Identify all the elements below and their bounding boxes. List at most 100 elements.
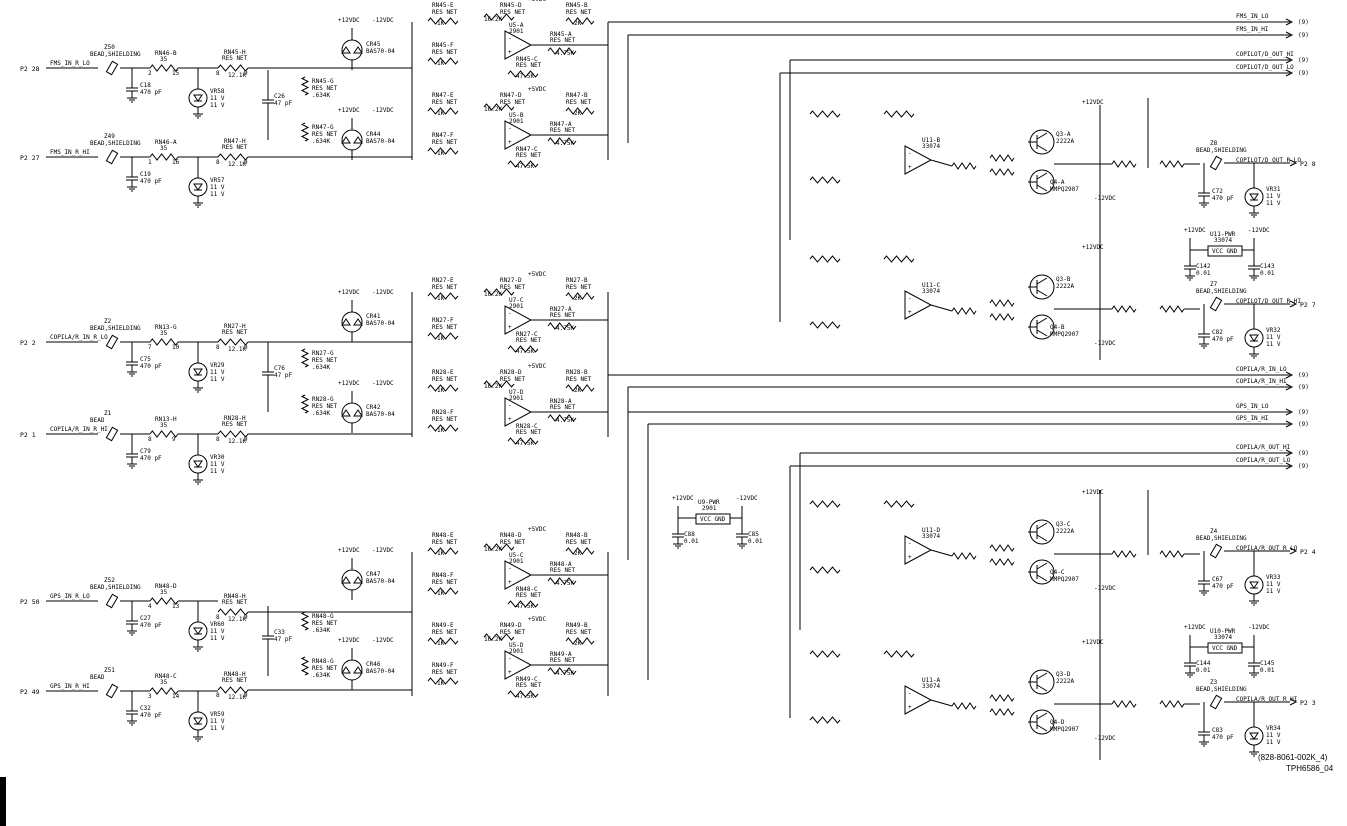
resistor-value: RES NET [566, 376, 592, 383]
cap-value: 470 pF [1212, 583, 1234, 590]
bead-text: BEAD [90, 674, 105, 681]
resistor-value: RES NET [222, 144, 248, 151]
connector-net-label: GPS_IN_LO [1236, 403, 1269, 410]
resistor-value: RES NET [550, 657, 576, 664]
resistor-symbol [300, 122, 310, 142]
diode-icon [341, 576, 351, 584]
comparator-symbol [504, 560, 533, 590]
resistor-symbol [507, 437, 539, 445]
resistor-symbol [507, 345, 539, 353]
resistor-symbol [483, 633, 515, 641]
resistor-ref: RN27-C [516, 331, 538, 338]
resistor-value: 16.2K [484, 106, 502, 113]
bead-text: BEAD,SHIELDING [90, 140, 141, 147]
output-pin-label: P2 7 [1300, 301, 1316, 309]
resistor-symbol [1111, 160, 1137, 168]
transistor-lead [1036, 289, 1048, 297]
transistor-ref: Q4-C [1050, 569, 1065, 576]
connector-pin: (9) [1298, 463, 1309, 470]
resistor-value: 1K [437, 550, 445, 557]
connector-arrow-icon [1285, 408, 1294, 416]
diode-icon [353, 666, 363, 674]
supply-label: -12VDC [736, 495, 758, 502]
diode-ref: CR41 [366, 313, 381, 320]
tvs-value: 11 V [210, 725, 225, 732]
wire [930, 159, 953, 167]
tvs-value: 11 V [210, 718, 225, 725]
connector-arrow-icon [1285, 31, 1294, 39]
resistor-value: RES NET [312, 85, 338, 92]
diode-icon [341, 136, 351, 144]
resistor-value: 35 [160, 422, 168, 429]
resistor-symbol [1111, 700, 1137, 708]
connector-pin: (9) [1298, 372, 1309, 379]
resistor-value: RES NET [516, 337, 542, 344]
resistor-value: 2K [574, 110, 582, 117]
resistor-symbol [951, 552, 977, 560]
wire [930, 304, 953, 312]
buffer-amp-symbol [904, 685, 933, 715]
resistor-ref: RN47-E [432, 92, 454, 99]
transistor-ref: Q4-B [1050, 324, 1065, 331]
resistor-ref: RN48-H [224, 671, 246, 678]
supply-label: +12VDC [338, 289, 360, 296]
resistor-value: RES NET [222, 55, 248, 62]
supply-label: +12VDC [1184, 624, 1206, 631]
tvs-value: 11 V [1266, 732, 1281, 739]
resistor-symbol [300, 394, 310, 414]
resistor-symbol [547, 322, 577, 330]
cap-value: 470 pF [140, 363, 162, 370]
resistor-symbol [427, 637, 459, 645]
connector-pin: (9) [1298, 409, 1309, 416]
resistor-symbol [483, 103, 515, 111]
pin-number: 8 [216, 159, 220, 166]
resistor-symbol [883, 500, 915, 508]
power-body [695, 513, 731, 525]
tvs-body [1244, 575, 1264, 595]
cap-ref: C76 [274, 365, 285, 372]
resistor-ref: RN47-C [516, 146, 538, 153]
resistor-value: 35 [160, 679, 168, 686]
supply-label: +12VDC [672, 495, 694, 502]
input-net-label: GPS_IN_R_LO [50, 593, 90, 600]
resistor-symbol [217, 64, 249, 72]
cap-ref: C143 [1260, 263, 1275, 270]
tvs-ref: VR59 [210, 711, 225, 718]
resistor-value: 1K [437, 20, 445, 27]
resistor-value: RES NET [500, 9, 526, 16]
transistor-lead [1036, 329, 1048, 337]
connector-arrow-icon [1285, 462, 1294, 470]
tvs-diode-icon [193, 94, 203, 102]
connector-arrow-icon [1285, 56, 1294, 64]
resistor-symbol [427, 292, 459, 300]
opamp-part: 2901 [509, 303, 524, 310]
opamp-minus: - [908, 690, 912, 697]
cap-ref: C27 [140, 615, 151, 622]
resistor-symbol [217, 686, 249, 694]
resistor-ref: RN47-G [312, 124, 334, 131]
amp-part: 33074 [922, 533, 940, 540]
resistor-ref: RN28-E [432, 369, 454, 376]
bead-text: BEAD,SHIELDING [1196, 288, 1247, 295]
opamp-plus: + [508, 49, 512, 56]
tvs-body [188, 454, 208, 474]
connector-pin: (9) [1298, 32, 1309, 39]
resistor-value: RES NET [432, 629, 458, 636]
resistor-ref: RN46-B [155, 50, 177, 57]
resistor-value: .634K [312, 92, 330, 99]
output-net-label: COPILOT/D_OUT_R_HI [1236, 298, 1301, 305]
resistor-symbol [989, 313, 1015, 321]
resistor-ref: RN45-C [516, 56, 538, 63]
diode-part: BAS70-04 [366, 668, 395, 675]
supply-label: +5VDC [528, 616, 546, 623]
connector-net-label: COPILA/R_OUT_HI [1236, 444, 1291, 451]
connector-pin: (9) [1298, 384, 1309, 391]
cap-value: 0.01 [1260, 270, 1275, 277]
resistor-symbol [427, 57, 459, 65]
resistor-value: RES NET [432, 9, 458, 16]
resistor-ref: RN45-D [500, 2, 522, 9]
resistor-value: 1K [437, 640, 445, 647]
tvs-value: 11 V [210, 102, 225, 109]
